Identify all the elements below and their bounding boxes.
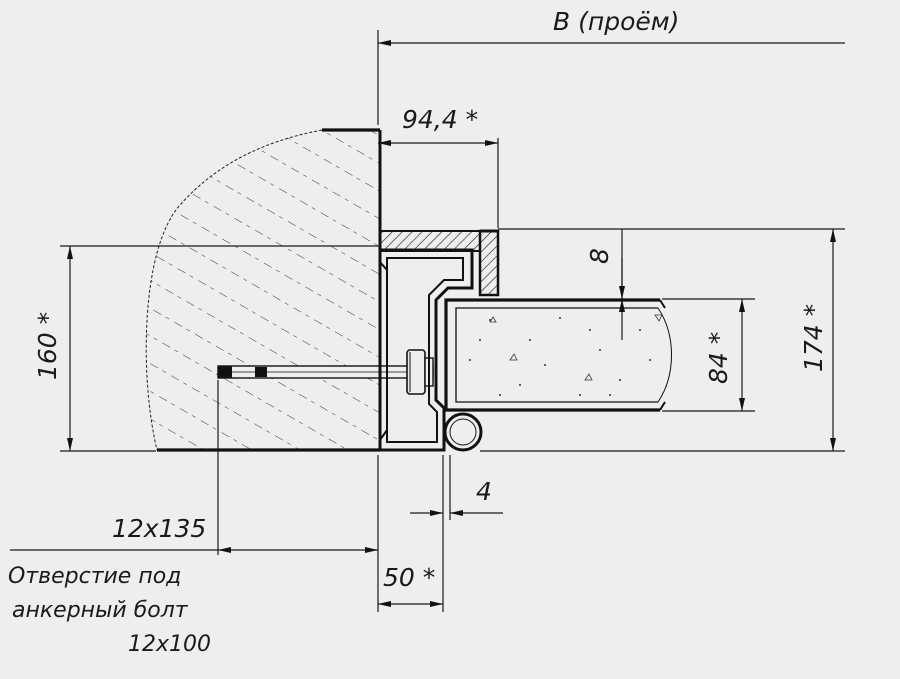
note-line-2: анкерный болт	[12, 598, 189, 623]
dim-50-label: 50 *	[383, 563, 435, 592]
wall-section	[145, 128, 380, 452]
dim-94-label: 94,4 *	[402, 105, 478, 134]
dim-84-label: 84 *	[704, 332, 733, 384]
note-line-1: Отверстие под	[8, 564, 181, 589]
dim-8-label: 8	[585, 248, 614, 264]
dim-160-label: 160 *	[33, 312, 62, 380]
extension-lines	[60, 30, 845, 612]
note-line-3: 12x100	[128, 632, 211, 657]
dimension-lines	[10, 40, 845, 607]
opening-width-label: B (проём)	[553, 7, 679, 36]
door-leaf	[444, 298, 672, 412]
dim-4-label: 4	[476, 477, 492, 506]
bolt-size-label: 12x135	[112, 514, 206, 543]
hinge	[443, 412, 483, 452]
dim-174-label: 174 *	[799, 304, 828, 372]
